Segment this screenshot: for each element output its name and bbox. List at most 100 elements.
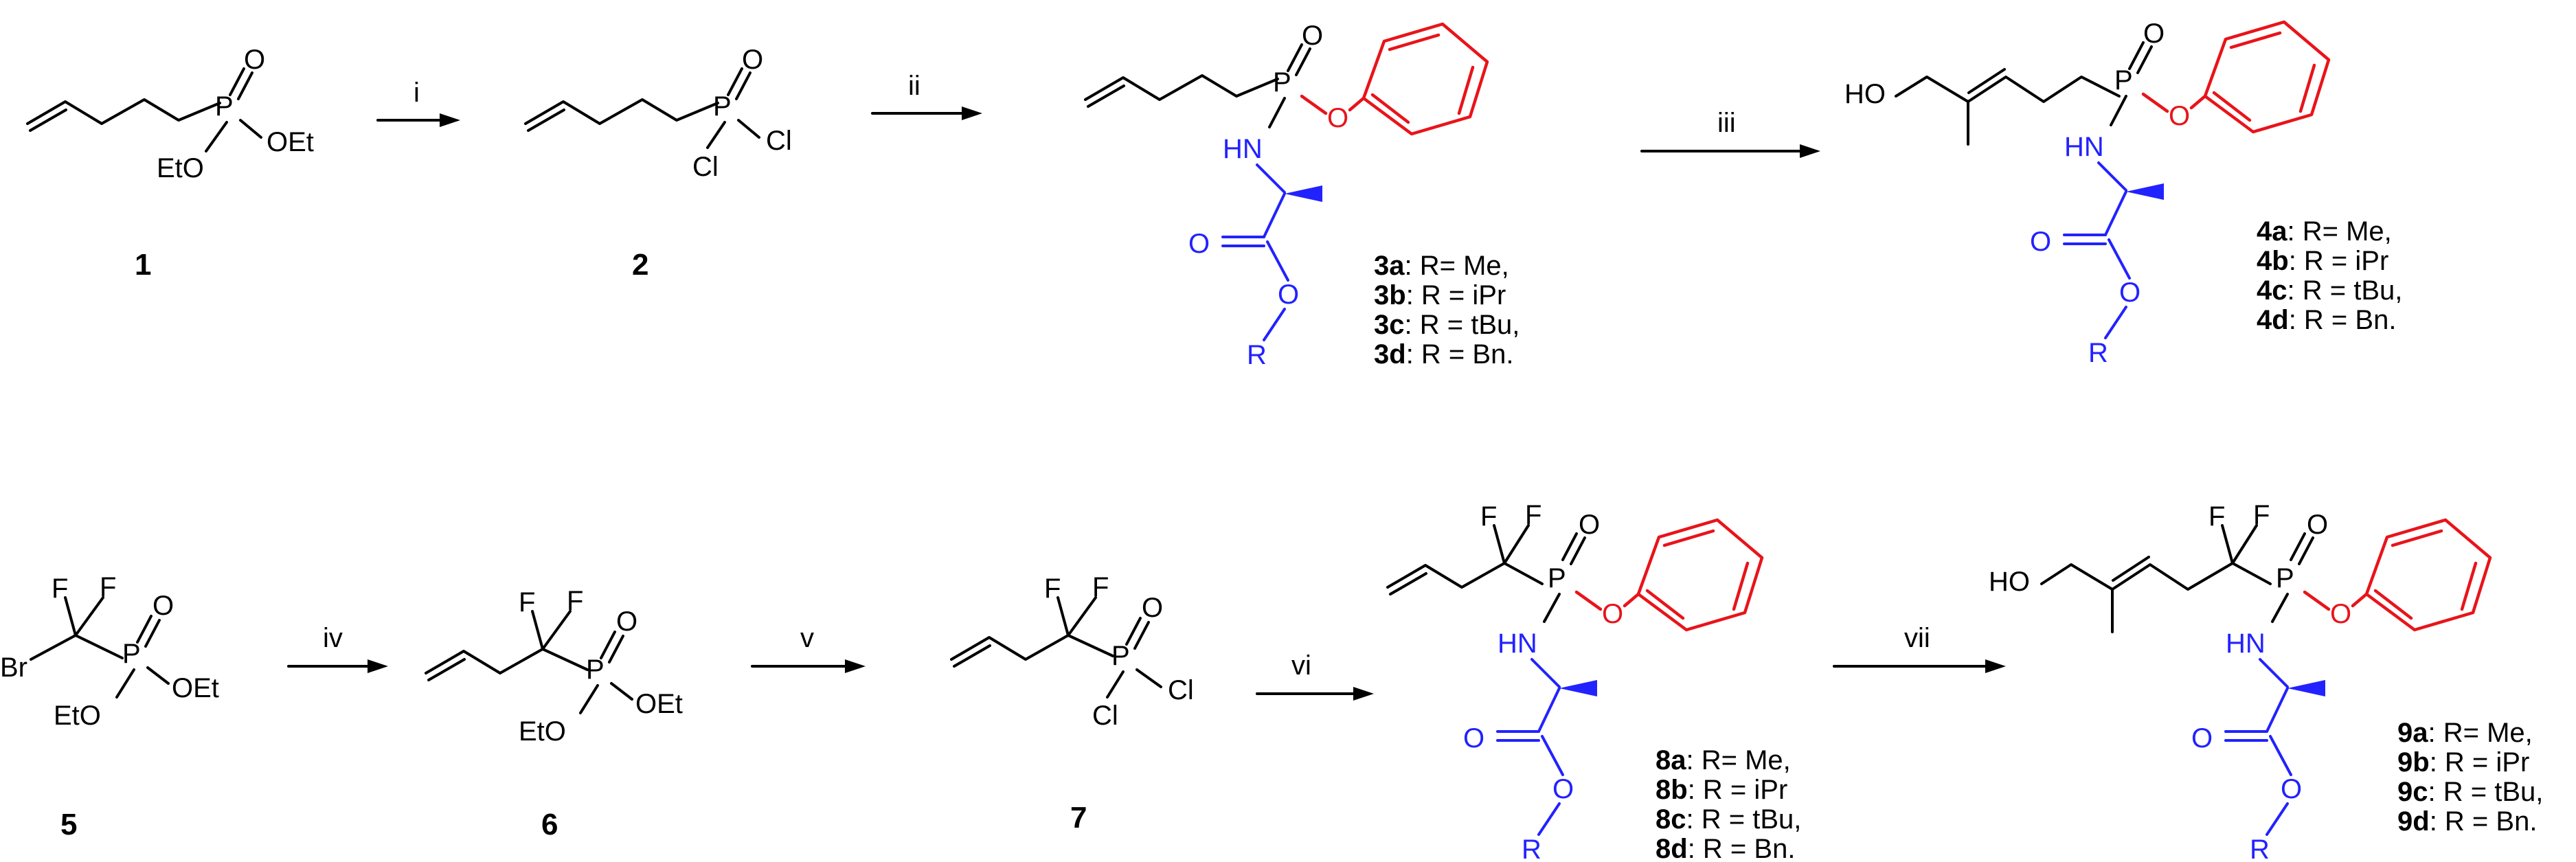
arrow-iii-label: iii xyxy=(1717,108,1736,138)
compound-6: F F O P EtO OEt 6 xyxy=(425,586,683,841)
c1-p-label: P xyxy=(215,91,234,122)
variant-3d: 3d: R = Bn. xyxy=(1374,339,1513,370)
variant-8b: 8b: R = iPr xyxy=(1656,775,1787,805)
c4-p-label: P xyxy=(2114,65,2133,95)
c9-f2-label: F xyxy=(2253,500,2270,530)
c9-r-label: R xyxy=(2250,835,2270,862)
compound-8: F F O P O HN O O R 8a: R= Me, 8b: R = iP… xyxy=(1386,500,1801,862)
compound-9: HO F F O P O HN O O R 9a: R= Me, 9b: R =… xyxy=(1989,500,2543,862)
c5-p-label: P xyxy=(122,639,141,669)
c5-eto-label: EtO xyxy=(54,701,101,731)
compound-number-7: 7 xyxy=(1070,801,1087,835)
c3-o-label: O xyxy=(1302,21,1323,51)
c4-r-label: R xyxy=(2088,338,2108,368)
variant-3a: 3a: R= Me, xyxy=(1374,251,1509,281)
arrow-v: v xyxy=(751,623,866,673)
variant-4d: 4d: R = Bn. xyxy=(2257,305,2396,335)
compound-number-6: 6 xyxy=(541,808,558,841)
c9-f1-label: F xyxy=(2208,501,2225,532)
c6-f1-label: F xyxy=(519,587,535,617)
c8-aryl-o-label: O xyxy=(1602,599,1623,629)
c3-aryl-o-label: O xyxy=(1327,103,1348,133)
c2-o-label: O xyxy=(742,45,763,75)
c6-eto-label: EtO xyxy=(519,716,566,747)
c8-r-label: R xyxy=(1522,835,1541,862)
c6-o-label: O xyxy=(616,606,637,637)
arrow-vi: vi xyxy=(1256,650,1374,701)
variant-9c: 9c: R = tBu, xyxy=(2397,777,2543,807)
c9-hn-label: HN xyxy=(2226,628,2266,659)
c3-ester-o1-label: O xyxy=(1188,229,1210,259)
variant-3b: 3b: R = iPr xyxy=(1374,280,1506,310)
c7-cl1-label: Cl xyxy=(1092,701,1118,731)
c9-ester-o2-label: O xyxy=(2281,774,2302,804)
c8-hn-label: HN xyxy=(1498,628,1537,659)
c3-p-label: P xyxy=(1273,67,1291,98)
c5-o-label: O xyxy=(152,591,174,621)
c4-o-label: O xyxy=(2143,19,2165,49)
c7-o-label: O xyxy=(1142,593,1163,623)
variant-4a: 4a: R= Me, xyxy=(2257,216,2392,247)
c9-ho-label: HO xyxy=(1989,567,2030,597)
c8-o-label: O xyxy=(1579,510,1600,540)
variant-8c: 8c: R = tBu, xyxy=(1656,804,1801,835)
c9-o-label: O xyxy=(2307,510,2328,540)
c7-f1-label: F xyxy=(1044,574,1061,604)
c3-ester-o2-label: O xyxy=(1278,280,1299,310)
c1-o-label: O xyxy=(244,45,265,75)
c6-oet-label: OEt xyxy=(635,689,683,719)
c2-cl2-label: Cl xyxy=(766,126,792,156)
arrow-iv: iv xyxy=(287,623,388,673)
c2-p-label: P xyxy=(713,91,732,122)
variant-9b: 9b: R = iPr xyxy=(2397,747,2529,778)
c1-eto-label: EtO xyxy=(157,153,204,183)
arrow-vii: vii xyxy=(1833,623,2006,673)
variant-8a: 8a: R= Me, xyxy=(1656,745,1791,775)
compound-number-1: 1 xyxy=(135,248,151,282)
arrow-i-label: i xyxy=(414,78,420,108)
c5-f2-label: F xyxy=(100,572,116,602)
c4-ho-label: HO xyxy=(1844,79,1886,109)
c8-ester-o1-label: O xyxy=(1463,723,1484,753)
c9-p-label: P xyxy=(2276,563,2294,593)
variant-9a: 9a: R= Me, xyxy=(2397,718,2533,748)
c5-br-label: Br xyxy=(0,653,27,683)
c3-hn-label: HN xyxy=(1223,134,1263,164)
compound-3: O P O HN O O R 3a: R= Me, 3b: R = iPr 3c… xyxy=(1084,21,1519,370)
compound-number-2: 2 xyxy=(632,248,648,282)
c8-f2-label: F xyxy=(1525,500,1541,530)
c4-hn-label: HN xyxy=(2064,132,2104,162)
arrow-v-label: v xyxy=(800,623,814,653)
compound-5: Br F F O P EtO OEt 5 xyxy=(0,572,219,841)
arrow-iv-label: iv xyxy=(323,623,343,653)
c8-p-label: P xyxy=(1548,563,1566,593)
arrow-vi-label: vi xyxy=(1291,650,1311,681)
arrow-ii-label: ii xyxy=(908,71,920,101)
c4-ester-o2-label: O xyxy=(2119,277,2140,308)
c4-ester-o1-label: O xyxy=(2030,227,2051,257)
c6-f2-label: F xyxy=(567,586,583,616)
compound-4: HO O P O HN O O R 4a: R= Me, 4b: R = iPr… xyxy=(1844,19,2402,368)
c8-f1-label: F xyxy=(1480,501,1497,532)
variant-4c: 4c: R = tBu, xyxy=(2257,275,2402,306)
c9-aryl-o-label: O xyxy=(2330,599,2351,629)
c4-aryl-o-label: O xyxy=(2169,101,2190,131)
arrow-ii: ii xyxy=(871,71,982,120)
variant-3c: 3c: R = tBu, xyxy=(1374,310,1519,340)
arrow-iii: iii xyxy=(1640,108,1820,158)
c5-f1-label: F xyxy=(52,574,68,604)
arrow-vii-label: vii xyxy=(1904,623,1930,653)
compound-7: F F O P Cl Cl 7 xyxy=(950,572,1194,835)
c1-oet-label: OEt xyxy=(267,127,314,157)
c7-cl2-label: Cl xyxy=(1168,675,1194,705)
c2-cl1-label: Cl xyxy=(692,152,719,182)
variant-9d: 9d: R = Bn. xyxy=(2397,806,2537,837)
c7-p-label: P xyxy=(1111,641,1130,671)
c7-f2-label: F xyxy=(1092,572,1109,602)
c3-r-label: R xyxy=(1247,340,1267,370)
c8-ester-o2-label: O xyxy=(1552,774,1574,804)
compound-number-5: 5 xyxy=(60,808,77,841)
arrow-i: i xyxy=(376,78,460,127)
c6-p-label: P xyxy=(586,655,605,685)
